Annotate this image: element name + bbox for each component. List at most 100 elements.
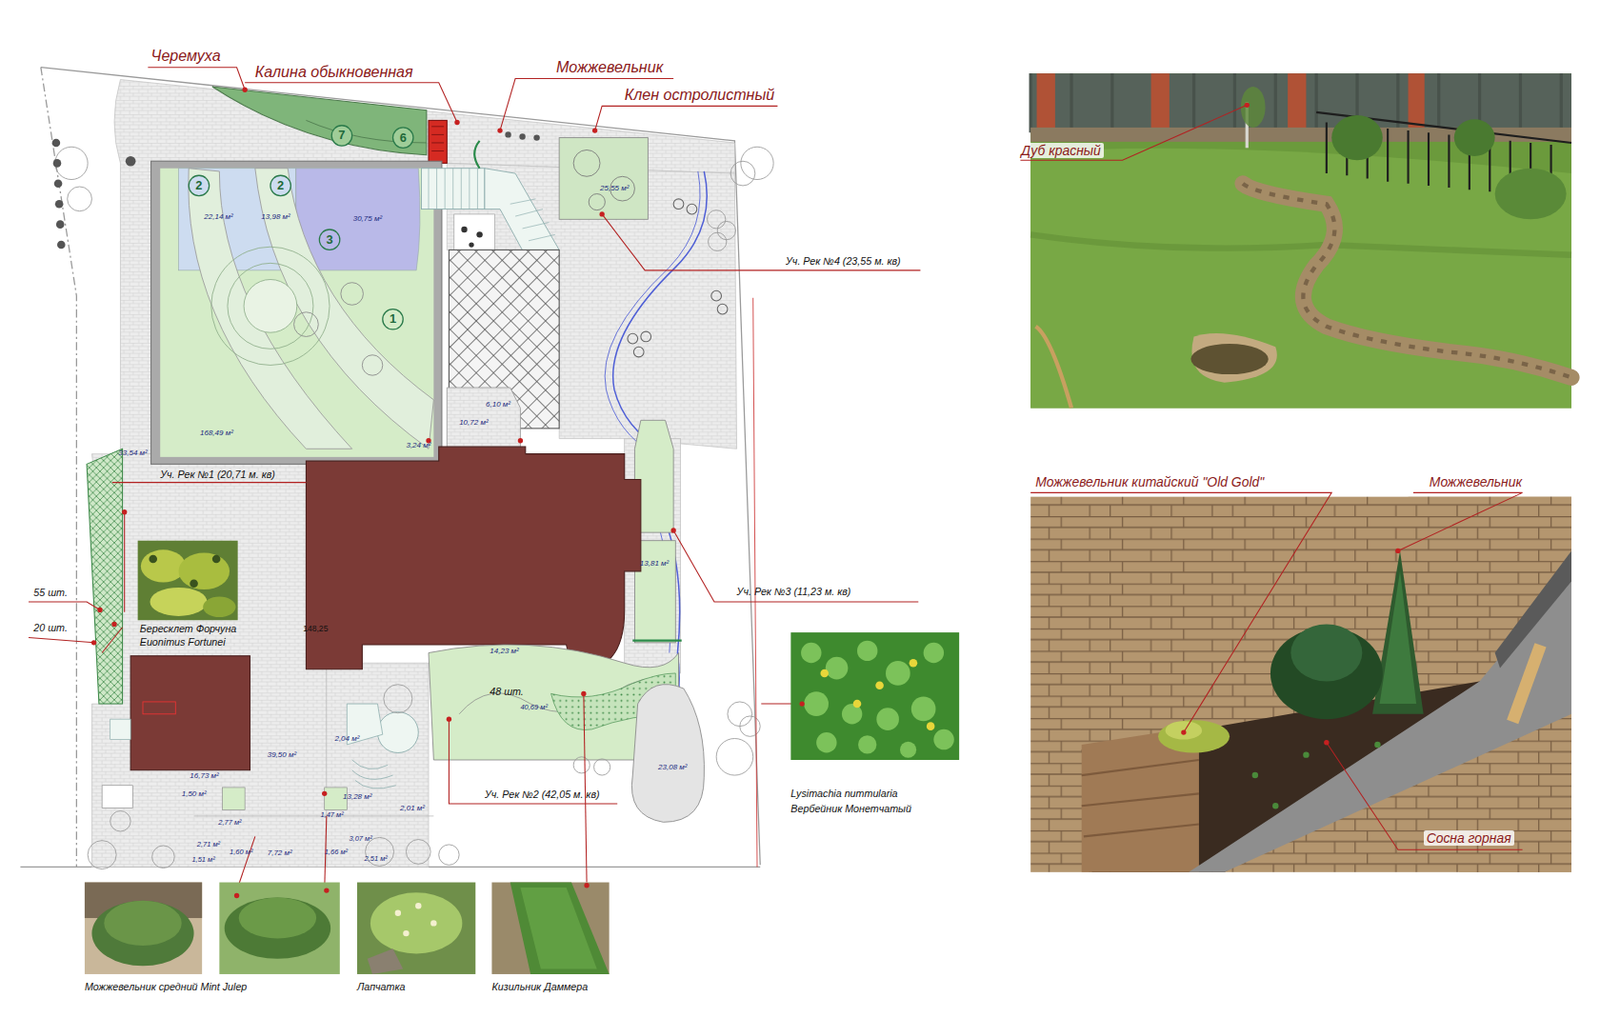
plan-shape	[491, 882, 609, 975]
plan-shape	[820, 669, 829, 679]
area-label: 2,51 м²	[364, 855, 388, 864]
plan-shape	[188, 175, 209, 196]
plan-shape	[1331, 115, 1383, 160]
plan-shape	[730, 160, 756, 186]
plan-shape	[84, 882, 202, 975]
plan-shape	[121, 509, 127, 515]
plan-shape	[270, 175, 291, 196]
photo-callout: Можжевельник	[1426, 474, 1525, 490]
plan-shape	[926, 721, 936, 731]
plan-shape	[123, 512, 125, 613]
plan-shape	[383, 684, 413, 714]
plan-shape	[559, 138, 648, 220]
plan-shape	[227, 262, 314, 349]
plan-shape	[377, 712, 419, 754]
plan-shape	[460, 226, 467, 233]
plan-shape	[152, 845, 176, 869]
plan-shape	[885, 660, 911, 686]
plan-shape	[101, 785, 133, 809]
plan-shape	[588, 194, 605, 211]
plan-shape	[633, 346, 644, 358]
plan-shape	[352, 760, 397, 789]
plan-shape	[911, 697, 937, 722]
plan-shape	[1030, 492, 1522, 850]
plan-shape	[727, 701, 753, 727]
plan-shape	[393, 127, 414, 148]
plant-caption: Lysimachia nummularia	[790, 787, 898, 800]
zone-number: 1	[389, 312, 397, 327]
plan-shape	[857, 640, 878, 661]
plan-shape	[454, 214, 496, 250]
quantity-label: 55 шт.	[33, 586, 68, 599]
plan-shape	[53, 159, 62, 168]
plan-shape	[52, 131, 540, 249]
plan-shape	[415, 902, 421, 909]
plan-shape	[510, 199, 556, 241]
plan-shape	[331, 125, 352, 146]
area-label: 14,23 м²	[489, 646, 519, 656]
plan-shape	[592, 127, 598, 133]
plan-shape	[716, 739, 754, 777]
zone-number: 3	[325, 232, 333, 247]
plan-shape	[468, 241, 474, 247]
area-label: 1,66 м²	[324, 848, 348, 858]
plan-shape	[632, 640, 681, 642]
plan-shape	[613, 171, 708, 715]
plan-shape	[686, 203, 698, 215]
area-label: 13,28 м²	[342, 792, 372, 801]
plan-shape	[110, 811, 131, 832]
plan-shape	[446, 716, 452, 721]
plan-shape	[428, 168, 478, 210]
plan-shape	[211, 246, 330, 365]
plan-shape	[717, 303, 728, 315]
plan-shape	[800, 640, 955, 759]
plan-shape	[150, 587, 208, 617]
plan-shape	[497, 127, 502, 133]
plan-shape	[816, 732, 837, 753]
plan-shape	[474, 140, 480, 169]
plan-shape	[923, 642, 944, 663]
zone-number: 2	[277, 179, 284, 194]
plan-shape	[799, 700, 804, 706]
zone-number: 2	[195, 179, 202, 194]
area-label: 10,72 м²	[459, 418, 488, 427]
plan-shape	[1081, 760, 1200, 837]
zone-number: 6	[400, 130, 407, 145]
area-label: 30,75 м²	[353, 214, 382, 223]
area-label: 25,55 м²	[600, 183, 629, 193]
plan-shape	[909, 659, 919, 668]
plan-shape	[448, 719, 618, 804]
plan-shape	[395, 909, 401, 916]
plan-shape	[594, 759, 611, 776]
plan-shape	[239, 898, 317, 940]
plan-shape	[580, 691, 586, 697]
plan-shape	[631, 684, 704, 823]
plan-shape	[91, 454, 326, 868]
plan-shape	[138, 540, 239, 621]
plan-shape	[627, 333, 639, 344]
area-label: 1,60 м²	[229, 848, 253, 858]
plan-shape	[1037, 73, 1056, 137]
callout-label: Калина обыкновенная	[255, 62, 414, 80]
area-label: 13,98 м²	[260, 212, 290, 221]
plan-shape	[717, 220, 736, 240]
plan-shape	[243, 279, 298, 333]
plan-shape	[241, 87, 247, 93]
plan-shape	[583, 882, 589, 888]
plan-shape	[357, 882, 476, 975]
plan-shape	[573, 149, 600, 177]
plan-shape	[1374, 741, 1380, 748]
plan-shape	[421, 168, 485, 210]
plan-shape	[402, 930, 409, 937]
plan-shape	[673, 530, 919, 602]
plan-shape	[28, 601, 100, 611]
plan-shape	[1506, 642, 1546, 724]
plan-shape	[40, 67, 77, 868]
plan-shape	[1495, 168, 1567, 220]
plan-shape	[219, 882, 340, 975]
plan-shape	[147, 67, 245, 91]
plan-shape	[91, 900, 194, 967]
area-label: 22,14 м²	[203, 212, 233, 221]
plan-shape	[110, 719, 131, 740]
plant-caption: Бересклет Форчуна	[140, 622, 238, 635]
